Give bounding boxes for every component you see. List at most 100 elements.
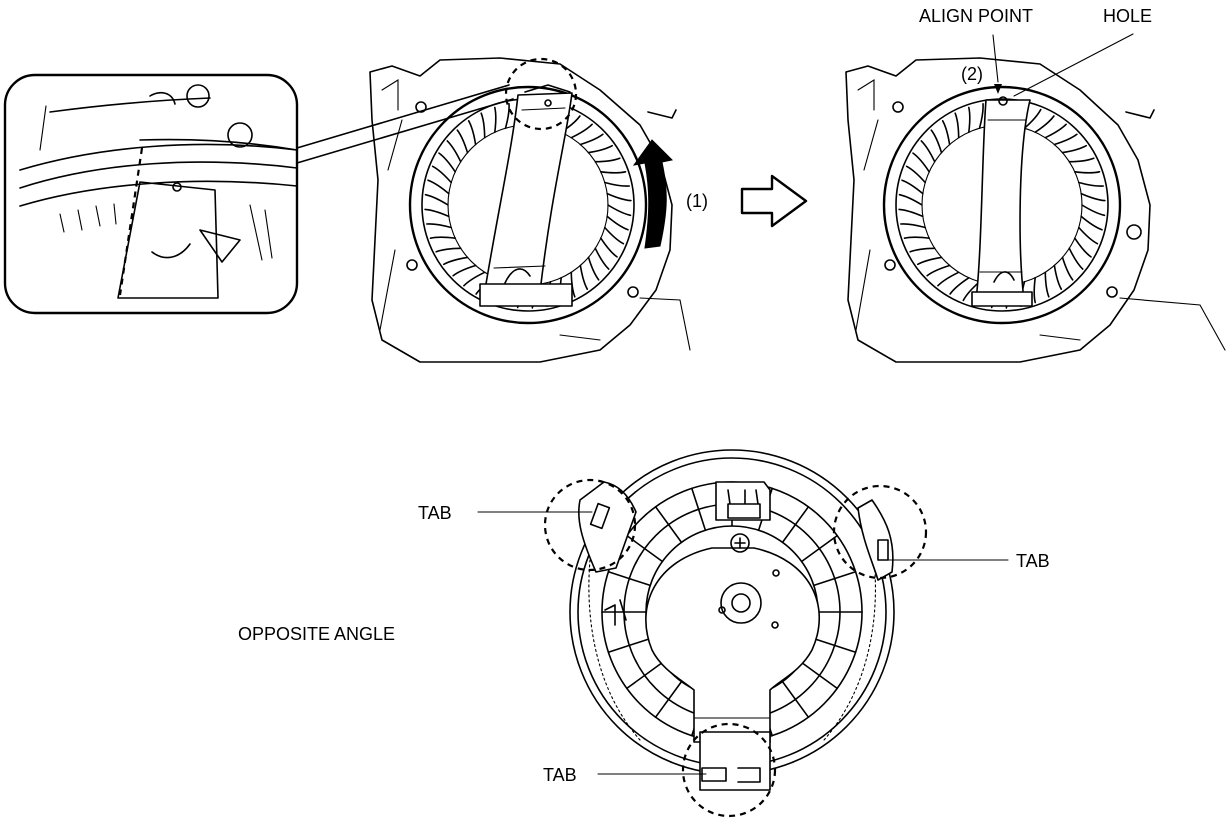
fan-blade (570, 123, 593, 139)
fan-blade (1068, 247, 1084, 270)
cage-spoke (654, 680, 683, 719)
fan-blade (427, 179, 450, 195)
tab-right-label: TAB (1016, 551, 1050, 571)
rotate-arrow-icon (632, 139, 674, 249)
tab-left-circle (543, 478, 637, 572)
fan-blade (606, 215, 629, 231)
cage-spoke (781, 680, 810, 719)
fan-blade (438, 152, 456, 173)
cage-spoke (800, 534, 839, 563)
next-step-arrow-icon (740, 174, 808, 228)
fan-blade (1078, 181, 1104, 187)
fan-blade (954, 112, 960, 139)
fan-blade (600, 237, 618, 258)
tab-left-label: TAB (418, 503, 452, 523)
fan-blade (446, 140, 462, 163)
tab-right-circle (832, 484, 928, 580)
fan-blade (968, 106, 971, 133)
fan-blade (456, 129, 469, 154)
fan-blade (607, 204, 632, 217)
fan-blade (1061, 256, 1074, 281)
fan-blade (467, 120, 477, 146)
align-point-leader (992, 34, 999, 83)
fan-blade (429, 236, 456, 239)
fan-blade (594, 157, 621, 163)
fan-blade (587, 144, 613, 154)
fan-blade (920, 140, 936, 163)
cage-spoke (690, 487, 707, 532)
fan-blade (978, 103, 984, 129)
cage-spoke (625, 661, 664, 690)
cage-spoke (800, 661, 839, 690)
fan-blade (900, 223, 926, 229)
fan-blade (1068, 157, 1095, 163)
fan-blade (1033, 277, 1036, 304)
fan-blade (504, 103, 510, 129)
fan-blade (594, 247, 610, 270)
fan-blade (1053, 264, 1063, 290)
fan-blade (1080, 215, 1103, 231)
fan-blade (587, 256, 600, 281)
fan-blade (452, 264, 477, 277)
hole-label: HOLE (1103, 6, 1153, 26)
fan-blade (917, 256, 943, 266)
tab-bottom-circle (681, 722, 777, 818)
fan-blade (1034, 115, 1055, 133)
callout-line-upper (296, 84, 510, 149)
callout-line-lower (296, 98, 514, 164)
fan-blade (905, 165, 926, 184)
fan-blade (604, 181, 630, 187)
fan-blade (424, 208, 450, 218)
opposite-angle-label: OPPOSITE ANGLE (238, 624, 396, 644)
cage-spoke (654, 505, 683, 544)
fan-blade (901, 179, 924, 195)
fan-blade (1044, 271, 1050, 298)
cage-spoke (607, 637, 652, 654)
cage-spoke (607, 570, 652, 587)
hole-leader (1013, 33, 1134, 97)
cage-spoke (812, 637, 857, 654)
fan-blade (431, 165, 452, 184)
fan-blade (1044, 123, 1067, 139)
fan-blade (912, 152, 930, 173)
tab-bottom-label: TAB (543, 765, 577, 785)
detail-inset (3, 73, 299, 315)
fan-blades (898, 101, 1106, 309)
fan-blade (435, 247, 462, 253)
fan-blade (443, 256, 469, 266)
blower-motor-opposite-view (477, 449, 1009, 818)
fan-blade (1023, 108, 1042, 129)
fan-blade (1061, 144, 1087, 154)
fan-blade (1078, 226, 1099, 245)
fan-blade (600, 171, 627, 174)
fan-blade (903, 236, 930, 239)
cage-spoke (781, 505, 810, 544)
fan-blade (579, 264, 589, 290)
step-2-label: (2) (961, 64, 983, 84)
fan-blade (926, 264, 951, 277)
fan-blade (898, 208, 924, 218)
fan-blade (480, 112, 486, 139)
fan-blade (949, 277, 970, 295)
fan-blade (426, 223, 452, 229)
fan-blade (424, 193, 449, 206)
fan-blade (898, 193, 923, 206)
fan-blade (463, 271, 486, 287)
fan-blade (1053, 133, 1078, 146)
detail-circle (504, 57, 578, 131)
fan-blade (1074, 171, 1101, 174)
fan-blade (930, 129, 943, 154)
fan-blade (494, 106, 497, 133)
blower-housing-after (845, 33, 1226, 363)
fan-blade (909, 247, 936, 253)
fan-blade (1081, 204, 1106, 217)
cage-spoke (812, 570, 857, 587)
fan-blade (579, 133, 604, 146)
fan-blade (941, 120, 951, 146)
fan-blade (604, 226, 625, 245)
align-point-label: ALIGN POINT (919, 6, 1034, 26)
fan-blade (937, 271, 960, 287)
step-1-label: (1) (686, 191, 708, 211)
